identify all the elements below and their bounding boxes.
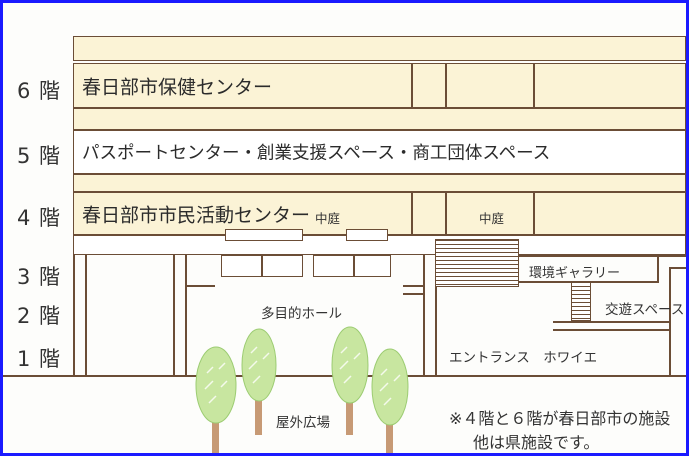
courtyard-left-label: 中庭	[315, 211, 341, 226]
tree-icon	[195, 346, 237, 453]
floor-6: 春日部市保健センター	[73, 63, 686, 108]
exchange-space-label: 交遊スペース	[605, 302, 685, 318]
divider	[411, 192, 413, 235]
divider	[445, 192, 447, 235]
ledge	[403, 293, 423, 295]
floor-5: パスポートセンター・創業支援スペース・商工団体スペース	[73, 130, 686, 174]
wall	[657, 255, 659, 283]
divider	[261, 255, 263, 277]
hall-upper-box	[313, 255, 391, 277]
stairs-exchange	[571, 281, 591, 321]
wall	[85, 255, 87, 375]
note-line-1: ※４階と６階が春日部市の施設	[449, 409, 671, 428]
tree-icon	[371, 348, 409, 453]
wall	[423, 255, 425, 375]
room-passport-center: パスポートセンター・創業支援スペース・商工団体スペース	[82, 143, 551, 164]
gallery-floor	[519, 255, 686, 257]
room-health-center: 春日部市保健センター	[82, 76, 273, 98]
exchange-floor	[553, 329, 669, 331]
entrance-foyer-label: エントランス ホワイエ	[449, 350, 598, 366]
slab-5-4	[73, 174, 686, 192]
room-civic-activity-center: 春日部市市民活動センター	[82, 204, 311, 226]
ledge	[185, 285, 215, 287]
floor-4: 春日部市市民活動センター	[73, 192, 686, 235]
ledge	[403, 285, 423, 287]
multipurpose-hall-label: 多目的ホール	[261, 306, 342, 322]
roof-band	[73, 36, 686, 61]
slab-6-5	[73, 108, 686, 130]
gallery-label: 環境ギャラリー	[529, 266, 621, 281]
wall	[73, 255, 75, 375]
divider	[533, 63, 535, 108]
tree-icon	[241, 328, 277, 435]
courtyard-box	[225, 229, 303, 241]
wall	[669, 267, 671, 375]
courtyard-right-label: 中庭	[479, 211, 505, 226]
divider	[411, 63, 413, 108]
divider	[353, 255, 355, 277]
wall	[185, 255, 187, 375]
outdoor-plaza-label: 屋外広場	[276, 415, 330, 431]
courtyard-box	[346, 229, 388, 241]
divider	[533, 192, 535, 235]
wall	[669, 267, 686, 269]
note-line-2: 他は県施設です。	[473, 433, 600, 452]
divider	[445, 63, 447, 108]
wall	[173, 255, 175, 375]
exchange-floor	[553, 321, 669, 323]
wall	[435, 255, 437, 375]
tree-icon	[331, 326, 369, 435]
stairs-main	[435, 239, 519, 287]
